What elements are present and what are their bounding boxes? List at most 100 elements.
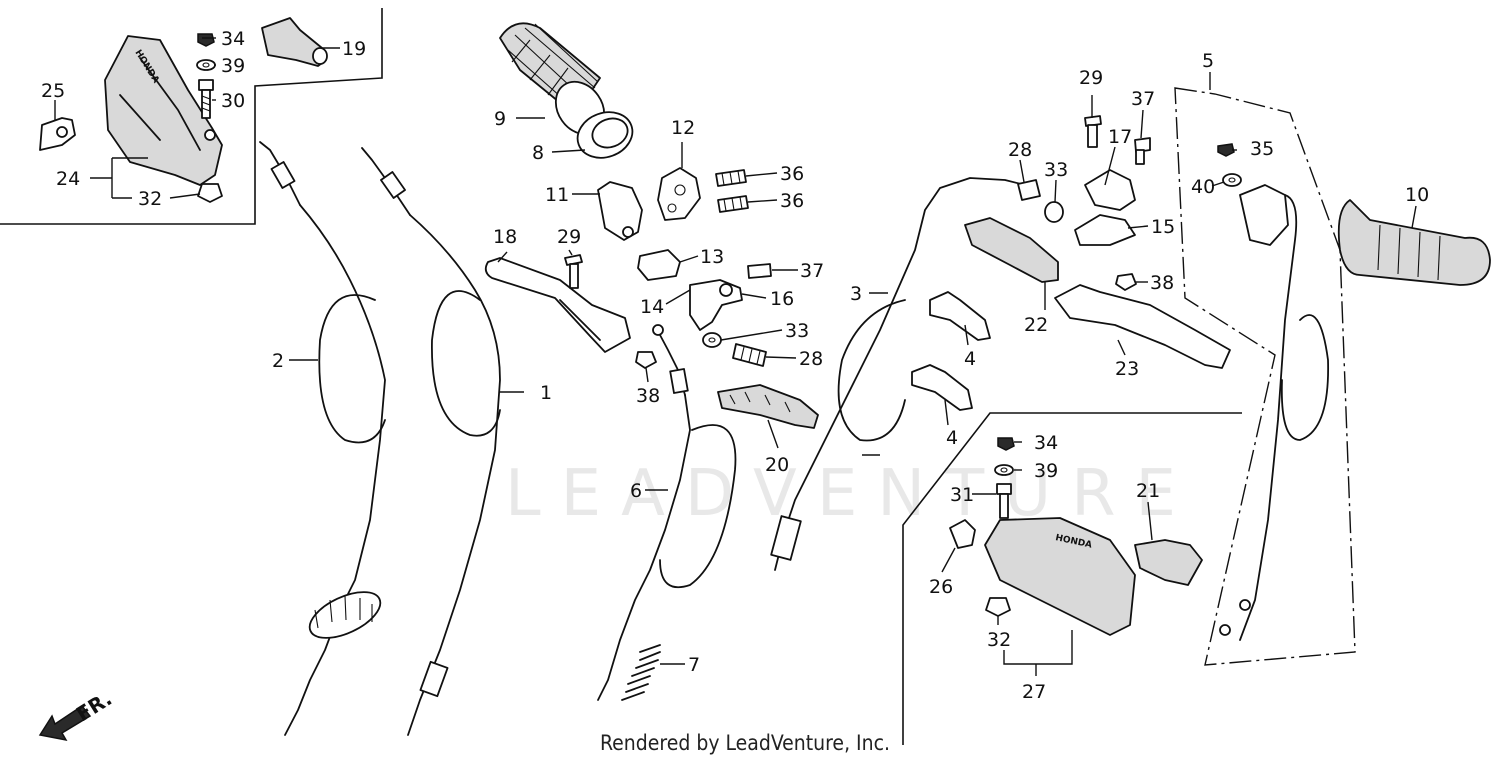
cable-2 xyxy=(259,141,386,736)
callout-39-left: 39 xyxy=(221,55,245,77)
lever-holder-15 xyxy=(1074,214,1136,246)
screw-36-lower xyxy=(717,195,749,213)
throttle-cover-13 xyxy=(637,249,681,281)
callout-33-left: 33 xyxy=(785,320,809,342)
left-guard-bracket xyxy=(39,117,76,151)
right-grip-boot-21 xyxy=(1134,539,1203,586)
callout-9: 9 xyxy=(494,108,506,130)
callout-29-left: 29 xyxy=(557,226,581,248)
callout-19: 19 xyxy=(342,38,366,60)
callout-21: 21 xyxy=(1136,480,1160,502)
watermark: LEADVENTURE xyxy=(505,457,1196,531)
throttle-arm-16 xyxy=(689,279,743,331)
callout-22: 22 xyxy=(1024,314,1048,336)
cable-1 xyxy=(361,147,501,736)
callout-1: 1 xyxy=(540,382,552,404)
callout-12: 12 xyxy=(671,117,695,139)
right-grip-10 xyxy=(1337,199,1491,286)
right-guard-bracket-26 xyxy=(949,519,976,549)
callout-38-right: 38 xyxy=(1150,272,1174,294)
callout-34-right: 34 xyxy=(1034,432,1058,454)
callout-38-left: 38 xyxy=(636,385,660,407)
callout-4-upper: 4 xyxy=(964,348,976,370)
left-guard-nut-32 xyxy=(197,183,223,203)
screw-37-right xyxy=(1134,137,1151,165)
right-switch-group-outline xyxy=(1174,87,1356,666)
callout-36-lower: 36 xyxy=(780,190,804,212)
callout-13: 13 xyxy=(700,246,724,268)
callout-11: 11 xyxy=(545,184,569,206)
callout-39-right: 39 xyxy=(1034,460,1058,482)
callout-34-left: 34 xyxy=(221,28,245,50)
callout-26: 26 xyxy=(929,576,953,598)
right-guard-bolt-31 xyxy=(996,483,1012,519)
right-guard-nut-32 xyxy=(985,597,1011,617)
locknut-33-right xyxy=(1044,201,1064,223)
right-handguard-group-outline xyxy=(902,412,1242,745)
right-guard-screw-34 xyxy=(997,437,1015,451)
left-handguard: HONDA xyxy=(104,35,223,186)
callout-16: 16 xyxy=(770,288,794,310)
callout-28-right: 28 xyxy=(1008,139,1032,161)
throttle-case-upper-11 xyxy=(597,181,643,241)
callout-labels: 34 39 30 19 25 24 32 9 8 11 12 13 14 16 … xyxy=(41,28,1429,703)
adjuster-28-right xyxy=(1017,179,1041,201)
callout-18: 18 xyxy=(493,226,517,248)
left-handguard-group-outline xyxy=(0,8,383,225)
callout-32-right: 32 xyxy=(987,629,1011,651)
render-credit: Rendered by LeadVenture, Inc. xyxy=(600,731,890,755)
callout-20: 20 xyxy=(765,454,789,476)
callout-10: 10 xyxy=(1405,184,1429,206)
callout-15: 15 xyxy=(1151,216,1175,238)
throttle-case-lower-12 xyxy=(657,167,701,221)
callout-37-left: 37 xyxy=(800,260,824,282)
locknut-33-left xyxy=(702,332,722,348)
callout-5: 5 xyxy=(1202,50,1214,72)
callout-2: 2 xyxy=(272,350,284,372)
callout-32-left: 32 xyxy=(138,188,162,210)
cable-6 xyxy=(597,324,737,701)
callout-36-upper: 36 xyxy=(780,163,804,185)
callout-6: 6 xyxy=(630,480,642,502)
callout-30: 30 xyxy=(221,90,245,112)
callout-24: 24 xyxy=(56,168,80,190)
cable-3 xyxy=(770,177,1026,571)
front-direction-indicator: FR. xyxy=(38,686,116,742)
callout-35: 35 xyxy=(1250,138,1274,160)
nut-38-left xyxy=(635,351,657,369)
right-guard-washer-39 xyxy=(994,464,1014,476)
lever-cover-22 xyxy=(964,217,1059,283)
throttle-housing-8 xyxy=(576,111,634,159)
left-guard-screw-34 xyxy=(197,33,215,47)
screw-37-left xyxy=(747,263,772,279)
callout-8: 8 xyxy=(532,142,544,164)
left-grip-boot-19 xyxy=(261,17,328,67)
adjuster-28-left xyxy=(732,343,767,367)
callout-31: 31 xyxy=(950,484,974,506)
callout-33-right: 33 xyxy=(1044,159,1068,181)
leader-lines xyxy=(54,37,1417,676)
spring-7 xyxy=(621,644,661,701)
callout-27: 27 xyxy=(1022,681,1046,703)
callout-29-right: 29 xyxy=(1079,67,1103,89)
brake-lever-18 xyxy=(484,257,631,353)
callout-23: 23 xyxy=(1115,358,1139,380)
kill-switch-5 xyxy=(1219,184,1329,641)
callout-14: 14 xyxy=(640,296,664,318)
callout-7: 7 xyxy=(688,654,700,676)
left-guard-bolt-30 xyxy=(198,79,214,119)
lever-bracket-17 xyxy=(1084,169,1136,211)
right-handguard: HONDA xyxy=(984,517,1136,636)
lever-cover-20 xyxy=(717,384,819,429)
callout-37-right: 37 xyxy=(1131,88,1155,110)
pivot-bolt-29-left xyxy=(564,254,583,289)
callout-28-left: 28 xyxy=(799,348,823,370)
clutch-lever-23 xyxy=(1054,284,1231,369)
callout-25: 25 xyxy=(41,80,65,102)
cable-adjuster-wheel xyxy=(308,591,382,639)
callout-40: 40 xyxy=(1191,176,1215,198)
cable-clamp-4-upper xyxy=(929,291,991,341)
pivot-bolt-29-right xyxy=(1084,115,1102,148)
screw-36-upper xyxy=(715,169,747,187)
